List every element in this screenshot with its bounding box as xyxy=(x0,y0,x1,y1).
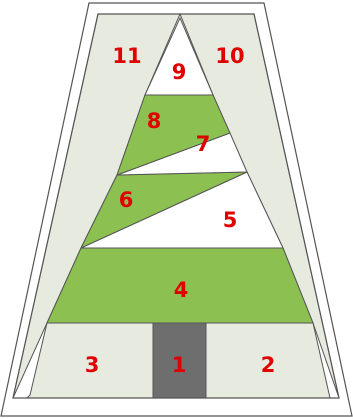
piece-label-5: 5 xyxy=(223,208,238,232)
piece-label-11: 11 xyxy=(112,44,141,68)
piece-label-2: 2 xyxy=(261,353,276,377)
piece-label-6: 6 xyxy=(119,188,134,212)
piece-label-3: 3 xyxy=(85,353,100,377)
piece-label-8: 8 xyxy=(147,109,162,133)
piece-label-9: 9 xyxy=(172,60,187,84)
piece-label-1: 1 xyxy=(172,353,187,377)
piece-label-10: 10 xyxy=(215,44,244,68)
piece-label-4: 4 xyxy=(174,278,189,302)
piece-label-7: 7 xyxy=(196,132,211,156)
